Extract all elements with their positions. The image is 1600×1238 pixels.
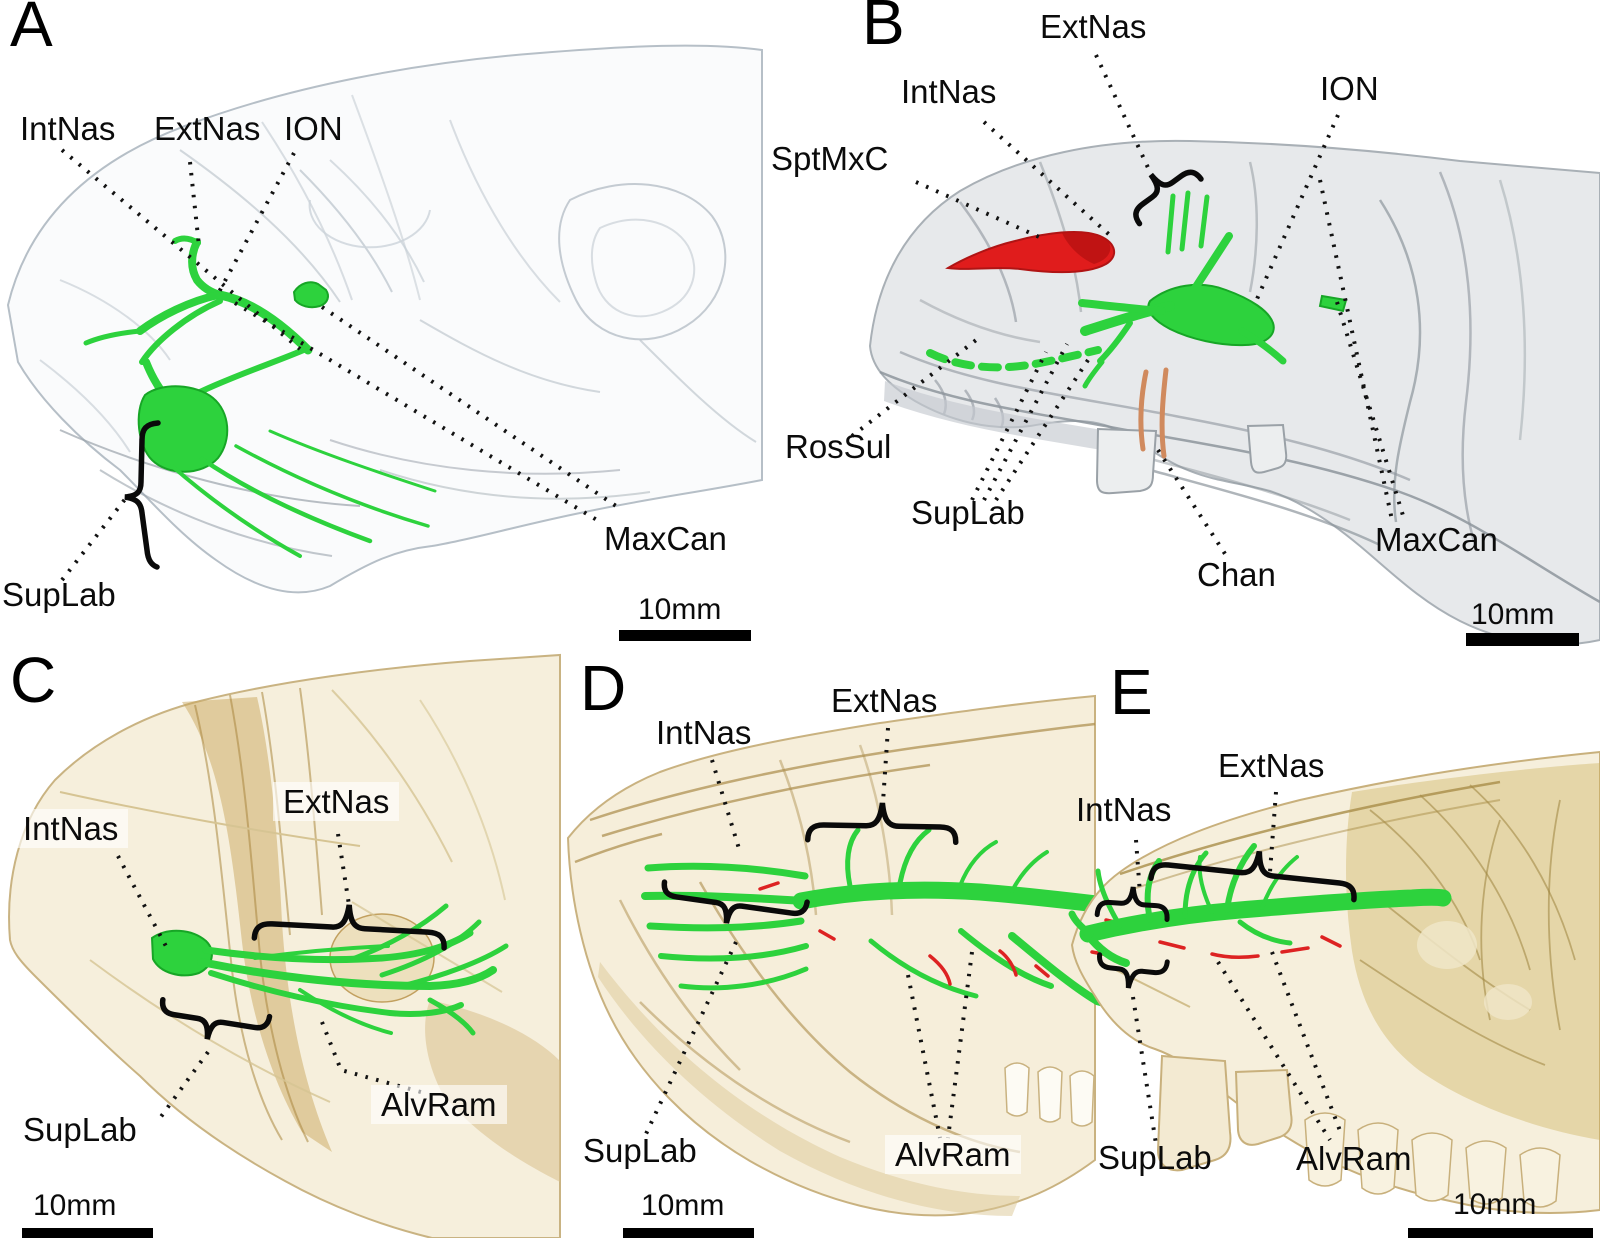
teeth-row	[1004, 1062, 1095, 1127]
panel-a-letter: A	[10, 0, 53, 60]
panel-d-brace-extnas	[804, 802, 959, 846]
panel-b-scalebar	[1466, 633, 1579, 646]
panel-e-label-intnas: IntNas	[1076, 791, 1172, 828]
panel-e-brace-extnas	[1148, 850, 1357, 903]
panel-c-letter: C	[10, 644, 57, 716]
panel-e-leader-lines	[1131, 791, 1344, 1145]
panel-c-label-alvram: AlvRam	[371, 1085, 507, 1124]
leader-extnas	[336, 833, 351, 906]
panel-c-skull	[8, 653, 561, 1238]
leader-intnas	[982, 120, 1115, 240]
panel-b-nerve-green	[926, 190, 1348, 389]
panel-a-label-intnas: IntNas	[20, 110, 116, 147]
panel-d-label-alvram: AlvRam	[885, 1135, 1021, 1174]
panel-b-canal-red-shade	[1062, 231, 1111, 264]
leader-ion	[217, 152, 296, 293]
nerve-fragment	[1318, 294, 1348, 313]
panel-b-label-maxcan: MaxCan	[1375, 521, 1498, 558]
panel-b-letter: B	[862, 0, 905, 58]
panel-e-label-alvram: AlvRam	[1296, 1140, 1412, 1177]
panel-a-nerve-green	[83, 235, 437, 558]
panel-e-brace-intnas	[1094, 886, 1170, 922]
leader-extnas	[1268, 791, 1278, 873]
skull-outline	[8, 653, 561, 1238]
panel-e-scale-label: 10mm	[1453, 1188, 1537, 1221]
panel-b-scale-label: 10mm	[1471, 598, 1555, 631]
panel-c-brace-extnas	[251, 904, 447, 951]
leader-sptmxc	[915, 180, 1047, 242]
leader-alvram-1	[1216, 960, 1332, 1142]
teeth-scallops	[1304, 1112, 1561, 1208]
panel-a-scale-label: 10mm	[638, 593, 722, 626]
leader-suplab	[158, 1050, 210, 1120]
panel-e-brace-suplab	[1097, 952, 1170, 989]
panel-b-label-suplab: SupLab	[911, 494, 1025, 531]
panel-c-scale-label: 10mm	[33, 1189, 117, 1222]
panel-b-label-intnas: IntNas	[901, 73, 997, 110]
skull-process-1	[1095, 427, 1158, 495]
skull-outline	[6, 44, 763, 594]
leader-suplab	[60, 496, 128, 582]
panel-c-brace-suplab	[159, 996, 273, 1040]
panel-b-channels-orange	[1138, 367, 1169, 459]
panel-e-scalebar	[1408, 1228, 1593, 1238]
panel-d-scale-label: 10mm	[641, 1189, 725, 1222]
panel-d-label-extnas: ExtNas	[831, 682, 938, 719]
panel-b-leader-lines	[850, 54, 1407, 562]
leader-alvram-2	[946, 951, 974, 1139]
mandible-piece-2	[1234, 1068, 1293, 1146]
leader-intnas	[116, 855, 170, 951]
leader-suplab-2	[982, 343, 1069, 501]
panel-a-skull	[6, 44, 763, 594]
panel-e-label-suplab: SupLab	[1098, 1139, 1212, 1176]
panel-d-skull	[566, 694, 1096, 1217]
panel-b-label-ion: ION	[1310, 69, 1389, 108]
nerve-rossul-dashed	[926, 346, 1102, 372]
panel-b-label-rossul: RosSul	[785, 428, 892, 465]
panel-b-label-chan: Chan	[1197, 556, 1276, 593]
panel-a-label-maxcan: MaxCan	[604, 520, 727, 557]
panel-a-label-ion: ION	[284, 110, 343, 147]
panel-d-brace-suplab	[661, 879, 810, 924]
panel-e-label-extnas: ExtNas	[1218, 747, 1325, 784]
panel-c-nerve-green	[150, 903, 509, 1036]
panel-a-scalebar	[619, 630, 751, 641]
leader-intnas	[1134, 839, 1142, 895]
panel-d-letter: D	[580, 652, 627, 724]
nerve-trunk	[792, 881, 1122, 915]
panel-d-leader-lines	[643, 727, 974, 1139]
nerve-trunk	[215, 290, 313, 355]
panel-a-label-suplab: SupLab	[2, 576, 116, 613]
panel-c-label-suplab: SupLab	[23, 1111, 137, 1148]
nerve-fragment	[292, 281, 329, 309]
panel-b-label-extnas: ExtNas	[1040, 8, 1147, 45]
panel-c-label-intnas: IntNas	[13, 809, 129, 848]
nerve-blob	[137, 385, 229, 473]
panel-a-label-extnas: ExtNas	[154, 110, 261, 147]
leader-extnas	[881, 727, 890, 803]
panel-b-label-sptmxc: SptMxC	[771, 140, 889, 177]
panel-d-scalebar	[623, 1228, 754, 1238]
leader-maxcan-2	[320, 305, 618, 508]
panel-d-label-suplab: SupLab	[583, 1132, 697, 1169]
panel-e-letter: E	[1110, 656, 1153, 728]
nerve-blob	[150, 929, 213, 977]
panel-d-nerve-green	[641, 827, 1147, 1009]
panel-a-leader-lines	[60, 148, 618, 582]
panel-d-label-intnas: IntNas	[656, 714, 752, 751]
panel-c-label-extnas: ExtNas	[273, 782, 400, 821]
leader-intnas	[60, 148, 302, 351]
panel-c-scalebar	[22, 1228, 153, 1238]
panel-a-brace-suplab	[124, 420, 161, 570]
panel-b-brace-extnas	[1133, 169, 1204, 227]
leader-maxcan-1	[233, 301, 599, 522]
leader-ion	[1255, 114, 1340, 300]
skull-process-2	[1246, 423, 1288, 474]
mandible-piece-1	[1156, 1054, 1232, 1172]
panel-d-nerve-red-twigs	[758, 881, 1050, 986]
